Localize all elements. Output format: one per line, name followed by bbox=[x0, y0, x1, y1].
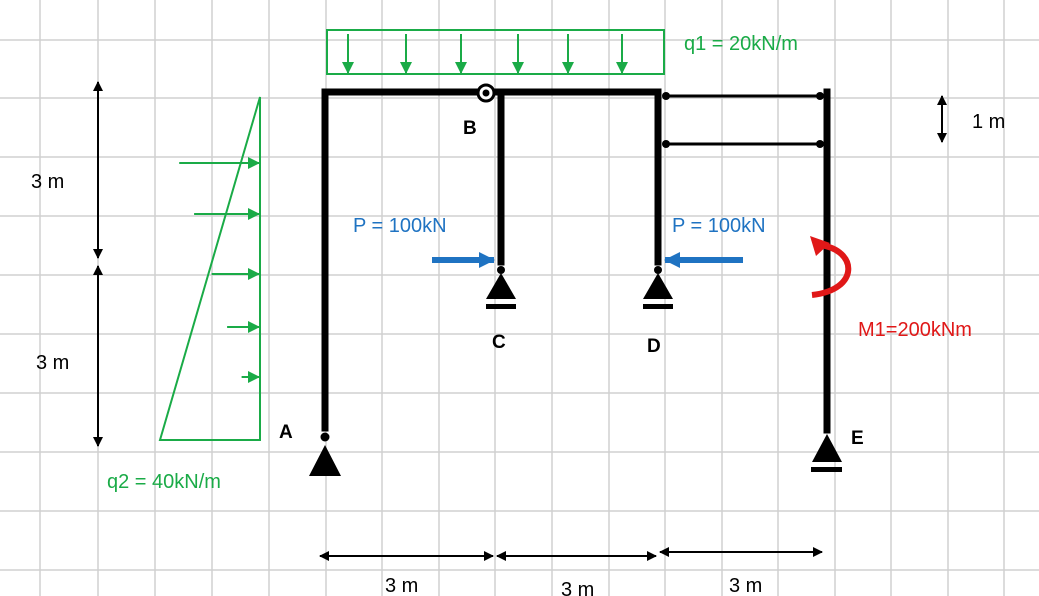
pin-joints bbox=[320, 83, 824, 442]
moment-m1-arrow bbox=[810, 236, 852, 298]
support-a-pinned bbox=[309, 445, 341, 476]
dim-label-left-top: 3 m bbox=[31, 171, 64, 193]
p-right-label: P = 100kN bbox=[672, 215, 766, 237]
support-c-roller bbox=[486, 273, 516, 299]
pin-a bbox=[320, 432, 330, 442]
link-pin-3 bbox=[662, 140, 670, 148]
support-d-base bbox=[643, 304, 673, 309]
dim-label-right-gap: 1 m bbox=[972, 111, 1005, 133]
q1-load-box bbox=[326, 29, 665, 75]
pin-d bbox=[654, 266, 662, 274]
link-pin-4 bbox=[816, 140, 824, 148]
bottom-dimension-lines bbox=[319, 547, 823, 561]
q2-load-arrows bbox=[179, 157, 260, 383]
q2-triangular-load bbox=[158, 96, 261, 441]
q1-label: q1 = 20kN/m bbox=[684, 33, 798, 55]
dim-label-bottom-1: 3 m bbox=[385, 575, 418, 596]
node-label-d: D bbox=[647, 336, 661, 357]
hinge-b-center bbox=[482, 89, 490, 97]
support-c-base bbox=[486, 304, 516, 309]
dim-label-bottom-2: 3 m bbox=[561, 579, 594, 596]
node-label-c: C bbox=[492, 332, 506, 353]
pin-c bbox=[497, 266, 505, 274]
node-label-a: A bbox=[279, 422, 293, 443]
q2-label: q2 = 40kN/m bbox=[107, 471, 221, 493]
m1-label: M1=200kNm bbox=[858, 319, 972, 341]
node-label-b: B bbox=[463, 118, 477, 139]
q1-distributed-load bbox=[326, 29, 665, 75]
dim-label-bottom-3: 3 m bbox=[729, 575, 762, 596]
link-pin-1 bbox=[662, 92, 670, 100]
node-label-e: E bbox=[851, 428, 864, 449]
q2-load-triangle bbox=[158, 96, 261, 441]
dim-label-left-bottom: 3 m bbox=[36, 352, 69, 374]
support-d-roller bbox=[643, 273, 673, 299]
q1-load-arrows bbox=[342, 34, 628, 74]
support-e-roller bbox=[812, 434, 842, 462]
supports bbox=[309, 273, 842, 476]
link-pin-2 bbox=[816, 92, 824, 100]
support-e-base bbox=[811, 467, 842, 472]
frame-members bbox=[321, 88, 831, 434]
p-left-label: P = 100kN bbox=[353, 215, 447, 237]
